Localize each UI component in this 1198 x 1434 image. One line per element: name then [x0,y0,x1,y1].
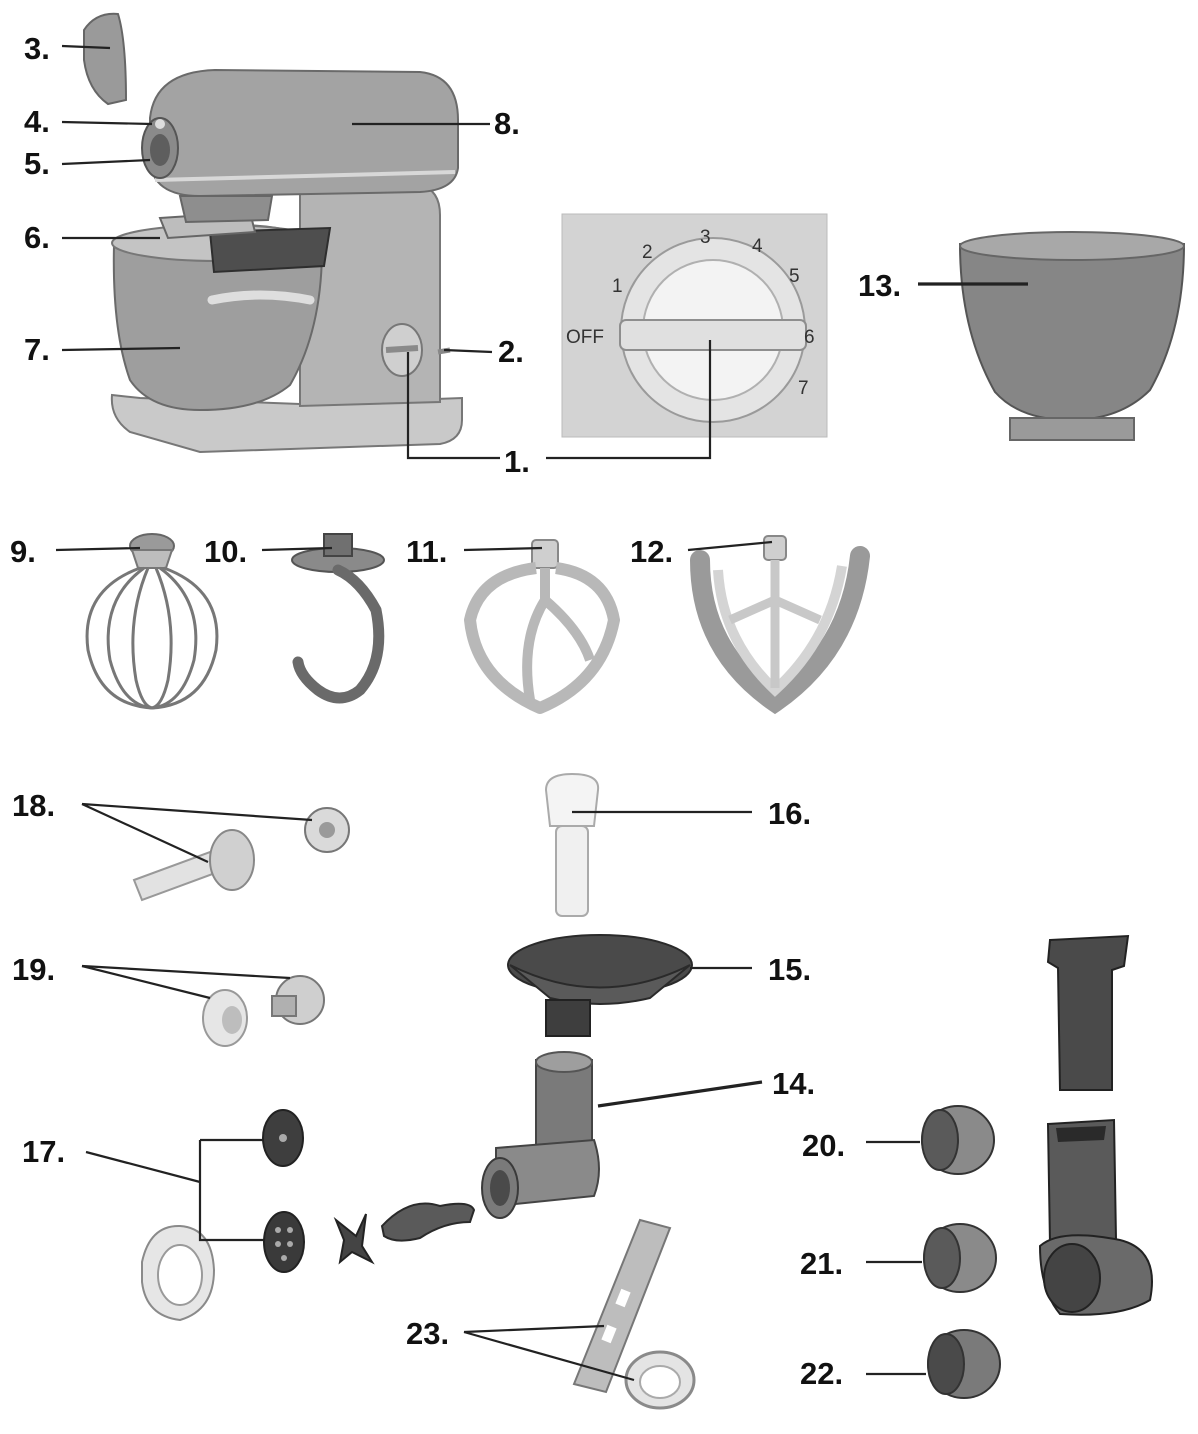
label-22: 22. [800,1356,843,1391]
food-pusher-stem [555,825,589,917]
label-11: 11. [406,534,447,569]
label-15: 15. [768,952,811,987]
dial-label-7: 7 [798,378,809,399]
dough-hook-shaft [292,564,385,704]
dial-label-4: 4 [752,236,763,257]
dial-label-1: 1 [612,276,623,297]
label-1: 1. [504,444,530,479]
food-pusher-head [544,772,600,827]
bowl-handle [207,290,315,305]
slicer-shredder-housing [1038,934,1153,1316]
dial-label-6: 6 [804,327,815,348]
label-18: 18. [12,788,55,823]
dial-label-2: 2 [642,242,653,263]
mincer-feed-tube [535,1059,593,1149]
label-7: 7. [24,332,50,367]
dial-label-5: 5 [789,266,800,287]
flex-edge-beater [690,535,870,715]
sausage-filler-set [132,807,350,902]
socket-cover [83,12,128,106]
label-5: 5. [24,146,50,181]
label-23: 23. [406,1316,449,1351]
label-10: 10. [204,534,247,569]
socket-lock [155,119,165,129]
filling-tray [507,934,693,1037]
mincer-blade [333,1213,375,1265]
spare-bowl-foot [1009,417,1135,441]
label-14: 14. [772,1066,815,1101]
fine-mincing-disc [263,1211,305,1273]
balloon-whisk [85,533,219,710]
flat-beater-frame [464,562,620,714]
stand-mixer [83,12,463,454]
filling-tray-neck [545,999,591,1037]
label-9: 9. [10,534,36,569]
slicing-drums [921,1105,1001,1399]
whisk-hub-cone [130,549,174,569]
dough-hook-collar [323,533,353,557]
label-21: 21. [800,1246,843,1281]
spare-bowl-rim [959,231,1185,261]
label-20: 20. [802,1128,845,1163]
slicer-pusher [1046,934,1130,1091]
dial-grip [619,319,807,351]
mixer-column [299,184,441,408]
spare-bowl [958,231,1186,441]
label-13: 13. [858,268,901,303]
label-6: 6. [24,220,50,255]
feed-screw [380,1202,476,1242]
part-numbers: 3. 4. 5. 6. 7. 8. 2. 1. 13. 9. 10. 11. 1… [10,31,901,1391]
flex-beater-wiper [690,546,870,715]
mincer-housing [481,1051,600,1219]
label-17: 17. [22,1134,65,1169]
label-4: 4. [24,104,50,139]
mincer-plates-and-ring [141,1109,476,1322]
leader-lines [55,44,1028,1382]
mincer-barrel [495,1138,600,1208]
label-12: 12. [630,534,673,569]
dial-label-off: OFF [566,327,604,348]
flat-beater [464,539,620,714]
label-3: 3. [24,31,50,66]
sausage-nozzle-flange [209,829,255,891]
pasta-or-cookie-attachment [572,1218,696,1410]
mixer-head-neck [178,195,274,224]
speed-knob-grip [385,345,419,353]
dough-hook [291,533,385,704]
dial-label-3: 3 [700,227,711,248]
label-2: 2. [498,334,524,369]
sausage-nozzle [132,850,220,902]
mixer-head-band [154,170,456,182]
mixer-head [149,68,459,198]
label-19: 19. [12,952,55,987]
kibbe-attachment-set [202,975,325,1047]
pouring-shield [208,226,332,274]
accessory-socket-inner [150,134,170,166]
flex-beater-hub [763,535,787,561]
label-8: 8. [494,106,520,141]
label-16: 16. [768,796,811,831]
speed-dial-panel: OFF 1 2 3 4 5 6 7 [561,213,828,438]
food-pusher [544,772,600,917]
spare-bowl-body [958,237,1186,422]
flat-beater-hub [531,539,559,569]
